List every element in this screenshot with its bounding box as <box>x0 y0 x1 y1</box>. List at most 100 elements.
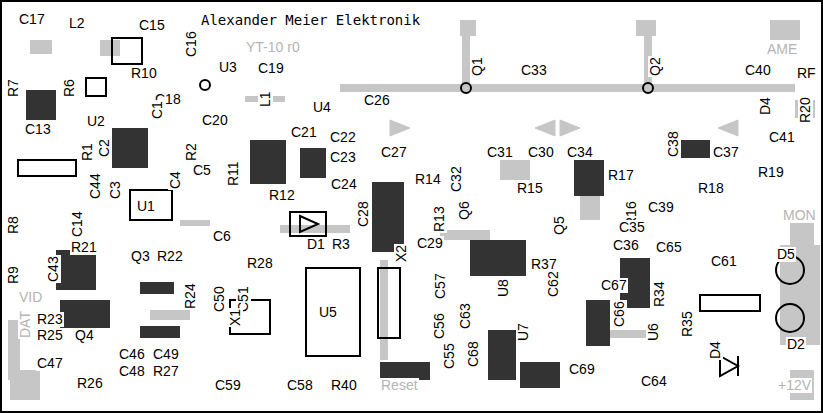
part-designator: R2 <box>184 142 199 162</box>
part-designator: C67 <box>600 278 628 293</box>
part-designator: C57 <box>433 272 448 300</box>
board-marking: DAT <box>18 310 33 339</box>
part-designator: C59 <box>214 378 242 393</box>
part-designator: C48 <box>118 364 146 379</box>
part-designator: C68 <box>466 340 481 368</box>
part-designator: C37 <box>712 145 740 160</box>
part-designator: Q6 <box>457 200 472 221</box>
part-designator: C14 <box>70 210 85 238</box>
part-designator: C62 <box>546 270 561 298</box>
part-designator: R22 <box>156 249 184 264</box>
part-designator: C15 <box>138 18 166 33</box>
part-designator: X1 <box>228 308 243 327</box>
part-designator: C65 <box>655 240 683 255</box>
part-designator: C1 <box>150 100 165 120</box>
part-designator: R20 <box>798 96 813 124</box>
part-designator: Q4 <box>74 328 95 343</box>
part-designator: C33 <box>520 63 548 78</box>
part-designator: C13 <box>24 122 52 137</box>
part-designator: U5 <box>318 305 338 320</box>
part-designator: U3 <box>218 60 238 75</box>
part-designator: R21 <box>70 240 98 255</box>
part-designator: C40 <box>744 63 772 78</box>
part-designator: C27 <box>380 145 408 160</box>
part-designator: C35 <box>618 220 646 235</box>
part-designator: C56 <box>432 312 447 340</box>
part-designator: C30 <box>527 145 555 160</box>
part-designator: C43 <box>46 255 61 283</box>
part-designator: D2 <box>786 337 806 352</box>
part-designator: C61 <box>710 254 738 269</box>
part-designator: R17 <box>607 168 635 183</box>
part-designator: C24 <box>330 177 358 192</box>
part-designator: D4 <box>758 96 773 116</box>
part-designator: C64 <box>640 374 668 389</box>
board-marking: VID <box>18 290 43 305</box>
part-designator: C34 <box>566 145 594 160</box>
part-designator: R28 <box>246 256 274 271</box>
part-designator: C20 <box>201 113 229 128</box>
part-designator: C44 <box>88 172 103 200</box>
part-designator: C6 <box>212 229 232 244</box>
part-designator: R40 <box>330 378 358 393</box>
part-designator: C32 <box>449 165 464 193</box>
part-designator: C21 <box>290 125 318 140</box>
part-designator: C58 <box>286 378 314 393</box>
part-designator: Q5 <box>552 215 567 236</box>
part-designator: R12 <box>268 188 296 203</box>
part-designator: C2 <box>97 138 112 158</box>
part-designator: R13 <box>432 205 447 233</box>
part-designator: C41 <box>768 130 796 145</box>
part-designator: C3 <box>108 180 123 200</box>
part-designator: Q2 <box>648 56 663 77</box>
part-designator: C50 <box>212 285 227 313</box>
part-designator: D5 <box>776 247 796 262</box>
part-designator: C22 <box>329 130 357 145</box>
part-designator: R3 <box>331 237 351 252</box>
part-designator: U6 <box>646 322 661 342</box>
part-designator: C39 <box>647 200 675 215</box>
part-designator: U2 <box>86 114 106 129</box>
part-designator: R7 <box>6 78 21 98</box>
board-marking: +12V <box>777 378 812 393</box>
board-title: Alexander Meier Elektronik <box>200 12 421 28</box>
part-designator: R26 <box>76 376 104 391</box>
part-designator: R15 <box>516 181 544 196</box>
board-marking: AME <box>766 42 798 57</box>
part-designator: C66 <box>612 300 627 328</box>
part-designator: C36 <box>612 238 640 253</box>
board-marking: MON <box>782 208 817 223</box>
part-designator: R24 <box>183 282 198 310</box>
part-designator: C5 <box>192 163 212 178</box>
part-designator: C26 <box>363 93 391 108</box>
part-designator: C69 <box>568 362 596 377</box>
part-designator: R9 <box>6 265 21 285</box>
part-designator: R10 <box>130 66 158 81</box>
part-designator: C4 <box>168 170 183 190</box>
part-designator: Q1 <box>470 56 485 77</box>
part-designator: C31 <box>486 145 514 160</box>
part-designator: R1 <box>80 142 95 162</box>
part-designator: U1 <box>136 199 156 214</box>
part-designator: C23 <box>329 150 357 165</box>
part-designator: R6 <box>62 78 77 98</box>
part-designator: C55 <box>442 342 457 370</box>
part-designator: D1 <box>306 237 326 252</box>
part-designator: C46 <box>118 347 146 362</box>
part-designator: C49 <box>152 347 180 362</box>
part-designator: RF <box>796 66 817 81</box>
part-designator: Q3 <box>130 249 151 264</box>
part-designator: R27 <box>152 364 180 379</box>
part-designator: C17 <box>18 12 46 27</box>
part-designator: U7 <box>516 322 531 342</box>
part-designator: C19 <box>257 61 285 76</box>
part-designator: C28 <box>356 200 371 228</box>
part-designator: C16 <box>184 30 199 58</box>
part-designator: R11 <box>226 160 241 187</box>
part-designator: U4 <box>312 100 332 115</box>
part-designator: R23 <box>36 312 64 327</box>
part-designator: R25 <box>36 328 64 343</box>
part-designator: L2 <box>68 16 86 31</box>
part-designator: U8 <box>496 278 511 298</box>
board-marking: Reset <box>380 378 419 393</box>
